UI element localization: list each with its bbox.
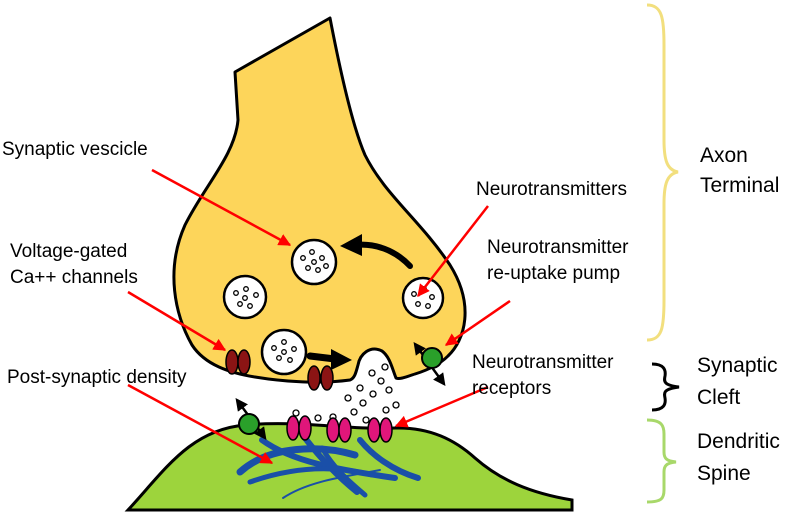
calcium-channels [225,349,334,391]
label-synaptic-cleft-line2: Cleft [697,386,741,409]
vesicle [401,276,445,320]
label-receptors-line1: Neurotransmitter [472,352,614,373]
reuptake-pump-bottom [235,397,267,441]
dendritic-spine-brace [646,418,677,504]
label-reuptake-line2: re-uptake pump [487,263,621,284]
label-post-synaptic-density: Post-synaptic density [7,367,187,388]
label-receptors-line2: receptors [472,378,552,399]
release-arrow [306,352,339,363]
pointer-arrows [127,168,511,465]
released-neurotransmitters [292,363,400,424]
label-voltage-gated-line1: Voltage-gated [10,241,128,262]
axon-terminal-brace [646,3,679,342]
label-dendritic-spine-line1: Dendritic [697,430,780,453]
synaptic-cleft-brace [651,362,680,412]
post-synaptic-density-fibers [236,435,421,499]
label-dendritic-spine-line2: Spine [697,462,751,485]
label-synaptic-cleft-line1: Synaptic [697,354,778,377]
release-arrowhead [331,349,352,370]
label-synaptic-vesicle: Synaptic vescicle [2,139,148,160]
receptors [286,415,393,443]
label-voltage-gated-line2: Ca++ channels [10,267,138,288]
label-axon-terminal-line1: Axon [700,144,748,167]
axon-terminal [172,16,467,384]
vesicle-contents [233,249,435,363]
reuptake-pump-top [413,341,446,387]
vesicle-cycle-arrowhead [340,234,362,256]
label-neurotransmitters: Neurotransmitters [476,179,627,200]
label-axon-terminal-line2: Terminal [700,174,780,197]
label-reuptake-line1: Neurotransmitter [487,237,629,258]
